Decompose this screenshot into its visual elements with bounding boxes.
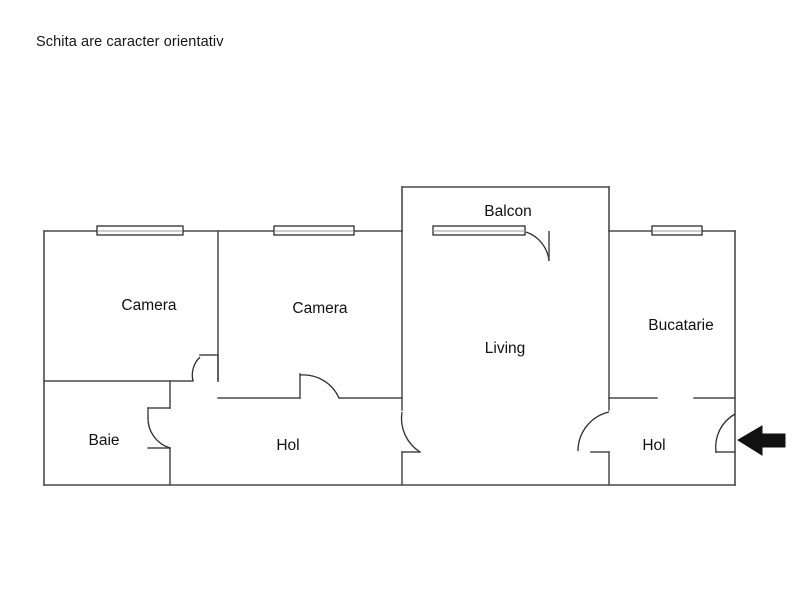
room-label-bucatarie: Bucatarie [648, 317, 713, 334]
door-arcs [147, 231, 736, 453]
room-label-camera-left: Camera [121, 297, 177, 314]
room-labels: Camera Camera Balcon Living Bucatarie Ba… [88, 203, 713, 454]
outer-walls [43, 230, 736, 486]
door-arc-camera-left [191, 356, 201, 382]
plan-note: Schita are caracter orientativ [36, 34, 224, 50]
entrance-arrow [737, 425, 786, 456]
door-arc-living-left [400, 411, 421, 453]
door-arc-balcony [525, 231, 550, 262]
window-camera-mid [273, 225, 355, 236]
room-label-hol-left: Hol [276, 437, 299, 454]
door-arc-entrance [715, 413, 736, 453]
balcony-walls [401, 186, 610, 232]
room-label-baie: Baie [88, 432, 119, 449]
room-label-camera-mid: Camera [292, 300, 348, 317]
door-arc-baie [147, 416, 171, 449]
door-arc-hol-right [577, 411, 610, 452]
room-label-balcon: Balcon [484, 203, 531, 220]
window-camera-left [96, 225, 184, 236]
door-arc-camera-mid [299, 374, 340, 399]
room-label-hol-right: Hol [642, 437, 665, 454]
window-living-balcony [432, 225, 526, 236]
interior-walls [43, 230, 736, 486]
room-label-living: Living [485, 340, 526, 357]
windows [96, 225, 703, 236]
window-bucatarie [651, 225, 703, 236]
